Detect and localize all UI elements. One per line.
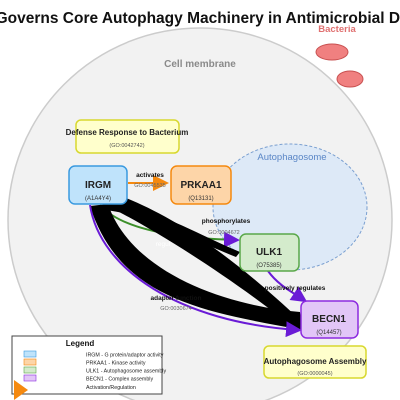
- go-node-autophagosome-assembly: [263, 345, 367, 379]
- legend-item-label: ULK1 - Autophagosome assembly: [86, 369, 166, 375]
- edge-go-activates: GO:0045535: [134, 183, 166, 189]
- legend-box: [11, 335, 163, 395]
- go-node-assembly-id: (GO:0000045): [297, 371, 332, 377]
- go-node-defense-id: (GO:0042742): [109, 143, 144, 149]
- legend-swatch-prkaa1: [23, 358, 37, 366]
- legend-item-label: BECN1 - Complex assembly: [86, 377, 153, 383]
- go-node-defense-response: [75, 119, 180, 154]
- legend-title: Legend: [66, 339, 95, 348]
- node-irgm-name: IRGM: [85, 180, 111, 191]
- node-prkaa1[interactable]: [170, 165, 232, 205]
- node-ulk1-name: ULK1: [256, 247, 283, 258]
- edge-label-adapter-function: adapter function: [151, 295, 202, 302]
- diagram-title: IRGM Governs Core Autophagy Machinery in…: [0, 10, 400, 27]
- cell-membrane-label: Cell membrane: [164, 59, 236, 70]
- legend-arrow-icon: [14, 380, 28, 400]
- edge-label-phosphorylates: phosphorylates: [202, 218, 251, 225]
- node-prkaa1-id: (Q13131): [188, 196, 213, 202]
- edge-irgm-becn1-band: [100, 190, 300, 326]
- node-irgm[interactable]: [68, 165, 128, 205]
- edge-go-phosphorylates: GO:0004672: [208, 230, 240, 236]
- legend-swatch-becn1: [23, 374, 37, 382]
- node-irgm-id: (A1A4Y4): [85, 196, 111, 202]
- node-ulk1[interactable]: [239, 233, 300, 272]
- legend-item-label: IRGM - G protein/adaptor activity: [86, 353, 164, 359]
- edge-go-adapter-function: GO:0030674: [160, 306, 192, 312]
- node-becn1-id: (Q14457): [316, 330, 341, 336]
- legend-arrow-label: Activation/Regulation: [86, 385, 136, 391]
- node-becn1-name: BECN1: [312, 314, 346, 325]
- bacterium-shape: [315, 43, 349, 61]
- edge-label-activates: activates: [136, 172, 164, 179]
- node-becn1[interactable]: [300, 300, 359, 339]
- go-node-assembly-name: Autophagosome Assembly: [264, 357, 367, 366]
- legend-swatch-ulk1: [23, 366, 37, 374]
- legend-item-label: PRKAA1 - Kinase activity: [86, 361, 146, 367]
- go-node-defense-name: Defense Response to Bacterium: [66, 128, 189, 137]
- edge-label-regul-partial: regul: [156, 241, 171, 248]
- bacteria-label: Bacteria: [318, 24, 356, 35]
- legend-swatch-irgm: [23, 350, 37, 358]
- bacterium-shape: [336, 70, 364, 88]
- node-ulk1-id: (O75385): [256, 263, 281, 269]
- node-prkaa1-name: PRKAA1: [180, 180, 222, 191]
- edge-label-positively-regulates: positively regulates: [265, 285, 326, 292]
- autophagosome-label: Autophagosome: [257, 152, 326, 163]
- edge-ulk1-positively-regulates-becn1: [267, 270, 308, 303]
- edge-irgm-adapter-becn1: [89, 204, 302, 338]
